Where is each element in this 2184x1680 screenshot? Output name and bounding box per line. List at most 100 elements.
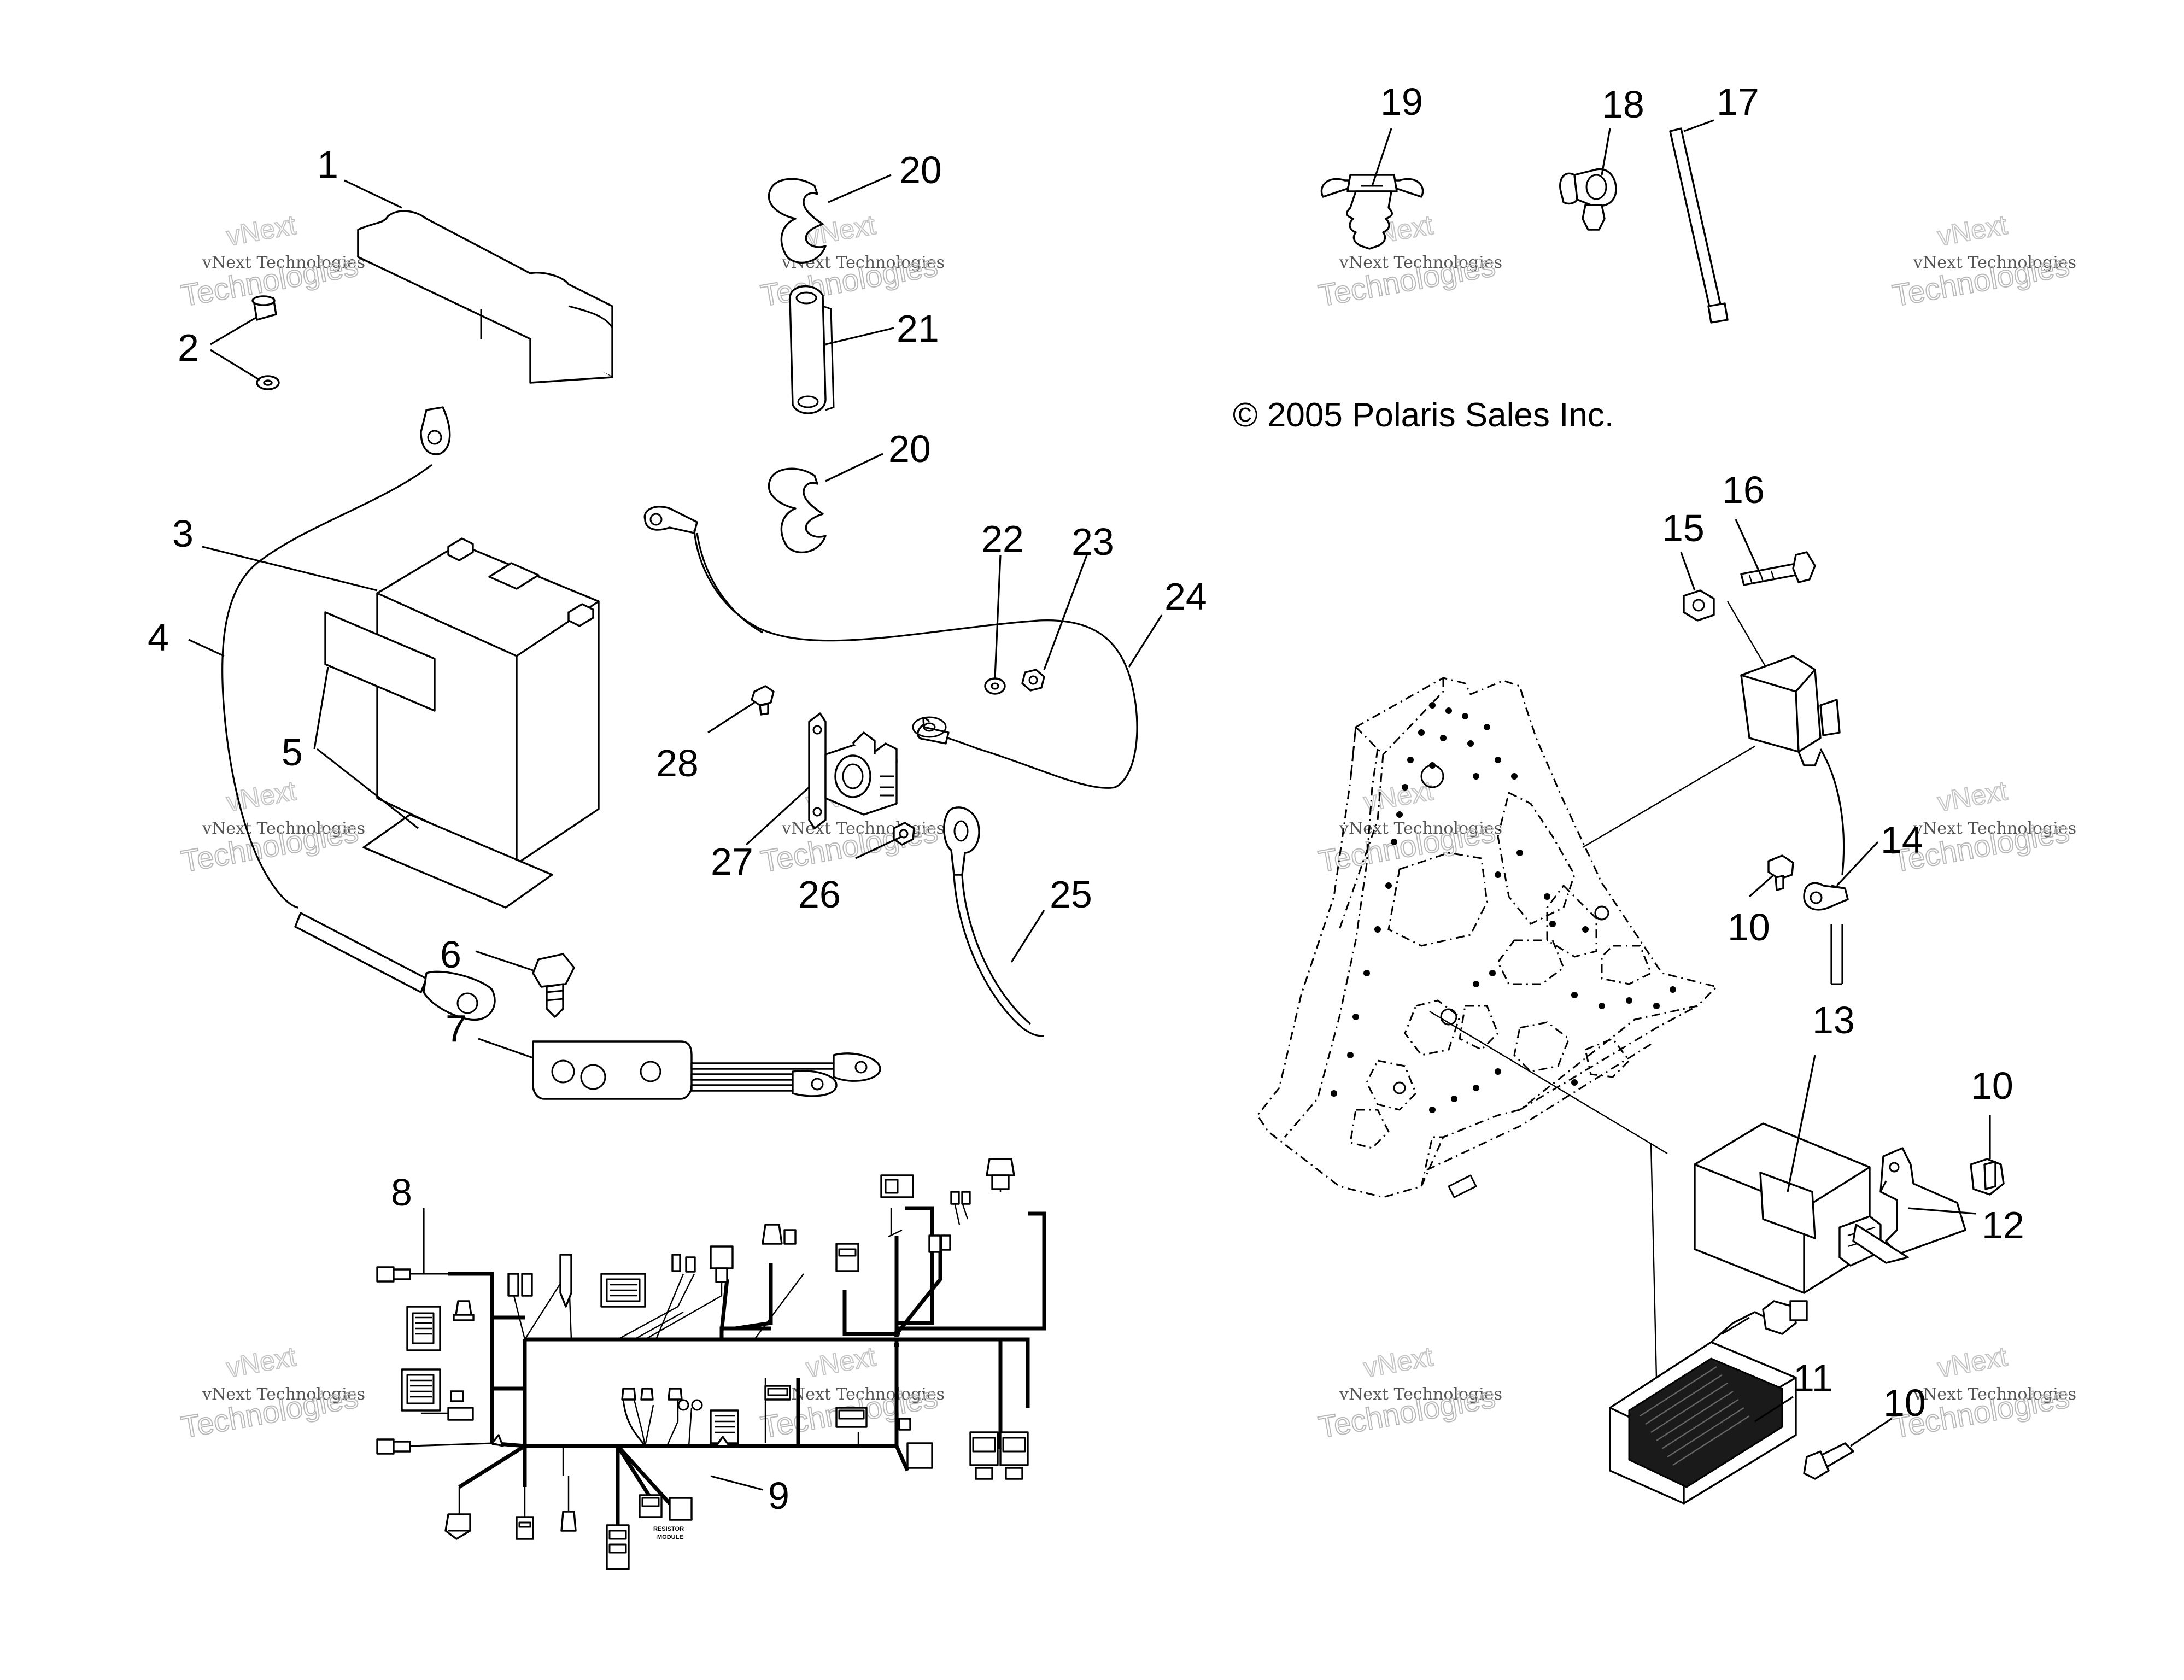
svg-text:vNext Technologies: vNext Technologies: [202, 819, 365, 838]
part-5-label: [362, 813, 553, 909]
watermark-2: vNext vNext Technologies Technologies: [758, 209, 945, 313]
callout-19: 19: [1380, 80, 1423, 123]
callout-22: 22: [981, 518, 1024, 560]
part-20-hook-top: [768, 178, 827, 264]
callout-5: 5: [282, 731, 303, 774]
svg-text:vNext Technologies: vNext Technologies: [1913, 819, 2076, 838]
svg-text:vNext Technologies: vNext Technologies: [1339, 819, 1502, 838]
part-15-nut: [1683, 589, 1715, 622]
svg-text:vNext Technologies: vNext Technologies: [1339, 1385, 1502, 1404]
callout-10-lower: 10: [1883, 1382, 1926, 1424]
callout-18: 18: [1602, 83, 1644, 126]
part-24-cable: [643, 506, 1138, 789]
watermark-12: vNext vNext Technologies Technologies: [1889, 1341, 2076, 1445]
part-20-hook-bottom: [768, 467, 827, 554]
svg-text:RESISTOR: RESISTOR: [653, 1526, 684, 1532]
part-10-bolt-right: [1970, 1158, 2005, 1196]
svg-text:vNext Technologies: vNext Technologies: [781, 819, 945, 838]
leader-13: [1429, 1010, 1668, 1155]
callout-10-right: 10: [1971, 1064, 2013, 1107]
part-21-strap: [789, 285, 835, 414]
callout-11: 11: [1793, 1357, 1833, 1400]
svg-text:vNext Technologies: vNext Technologies: [1913, 1385, 2076, 1404]
part-11-regulator: [1609, 1300, 1808, 1505]
svg-text:vNext: vNext: [1361, 1341, 1436, 1383]
part-23-nut: [1021, 669, 1045, 692]
callout-7: 7: [446, 1007, 467, 1050]
svg-text:vNext Technologies: vNext Technologies: [1913, 253, 2076, 272]
part-10-bolt-lower: [1803, 1442, 1854, 1480]
callout-23: 23: [1071, 520, 1114, 563]
part-10-bolt-upper: [1767, 854, 1794, 891]
part-14-clip: [1803, 882, 1849, 911]
callout-25: 25: [1050, 873, 1092, 916]
part-6-bolt: [532, 953, 575, 1018]
part-22-washer: [984, 677, 1006, 695]
part-16-bolt: [1740, 551, 1816, 586]
callout-4: 4: [148, 616, 169, 659]
callout-2: 2: [178, 326, 199, 369]
svg-text:vNext: vNext: [224, 209, 298, 251]
callout-13: 13: [1812, 999, 1855, 1041]
svg-text:vNext Technologies: vNext Technologies: [202, 253, 365, 272]
copyright-text: © 2005 Polaris Sales Inc.: [1233, 396, 1614, 434]
watermark-9: vNext vNext Technologies Technologies: [178, 1341, 365, 1445]
callout-20-top: 20: [899, 149, 942, 191]
callout-1: 1: [317, 143, 338, 186]
part-12-bracket: [1852, 1147, 1966, 1264]
part-9-resistor-module-label: RESISTOR MODULE: [653, 1526, 684, 1541]
part-27-solenoid: [808, 712, 898, 829]
callout-26: 26: [798, 873, 841, 916]
frame-plate: [1256, 677, 1718, 1198]
part-3-battery: [324, 537, 600, 865]
part-4-cable: [221, 406, 496, 1021]
callout-20-bottom: 20: [888, 428, 931, 470]
part-2-screw-washer: [251, 295, 280, 390]
part-13-cdi-box: [1694, 1122, 1882, 1294]
svg-text:vNext: vNext: [1935, 209, 2010, 251]
callout-24: 24: [1164, 575, 1207, 618]
part-25-cable: [943, 806, 1045, 1037]
part-7-bracket: [532, 1040, 881, 1100]
callout-16: 16: [1722, 469, 1765, 511]
callout-17: 17: [1717, 80, 1759, 123]
callout-9: 9: [768, 1474, 789, 1517]
watermark-1: vNext vNext Technologies Technologies: [178, 209, 365, 313]
svg-text:vNext: vNext: [1935, 1341, 2010, 1383]
svg-text:vNext: vNext: [804, 209, 878, 251]
callout-6: 6: [440, 933, 461, 976]
part-28-screw: [751, 685, 775, 716]
callout-21: 21: [897, 307, 939, 350]
leader-15: [1726, 601, 1767, 668]
svg-text:vNext: vNext: [1935, 775, 2010, 817]
part-26-nut: [893, 822, 915, 846]
callout-3: 3: [172, 512, 194, 555]
watermark-11: vNext vNext Technologies Technologies: [1315, 1341, 1502, 1445]
callout-28: 28: [656, 742, 699, 785]
part-17-cable-tie: [1669, 127, 1729, 324]
svg-text:vNext Technologies: vNext Technologies: [781, 1385, 945, 1404]
callout-12: 12: [1982, 1204, 2024, 1246]
svg-text:vNext: vNext: [804, 1341, 878, 1383]
watermark-5: vNext vNext Technologies Technologies: [178, 775, 365, 879]
svg-text:vNext Technologies: vNext Technologies: [202, 1385, 365, 1404]
watermark-3: vNext vNext Technologies Technologies: [1315, 209, 1502, 313]
callout-14: 14: [1881, 818, 1923, 861]
callout-8: 8: [391, 1171, 412, 1214]
callout-15: 15: [1662, 507, 1705, 549]
svg-text:vNext: vNext: [224, 1341, 298, 1383]
svg-text:vNext Technologies: vNext Technologies: [1339, 253, 1502, 272]
leader-bracket: [1582, 745, 1755, 848]
callout-10-upper: 10: [1728, 906, 1770, 949]
svg-text:vNext: vNext: [224, 775, 298, 817]
part-1-battery-cover: [357, 210, 613, 384]
part-8-wire-harness: [376, 1158, 1046, 1570]
part-18-cable-clamp: [1559, 168, 1617, 231]
leader-11: [1650, 1142, 1658, 1378]
callout-labels: 1 2 3 4 5 6 7 8 9 20 21 20 22 23 24 28 2…: [148, 80, 2024, 1517]
callout-27: 27: [711, 840, 753, 883]
bracket-relay: [1740, 655, 1845, 985]
watermark-7: vNext vNext Technologies Technologies: [1315, 775, 1502, 879]
leader-lines: [188, 119, 1991, 1491]
